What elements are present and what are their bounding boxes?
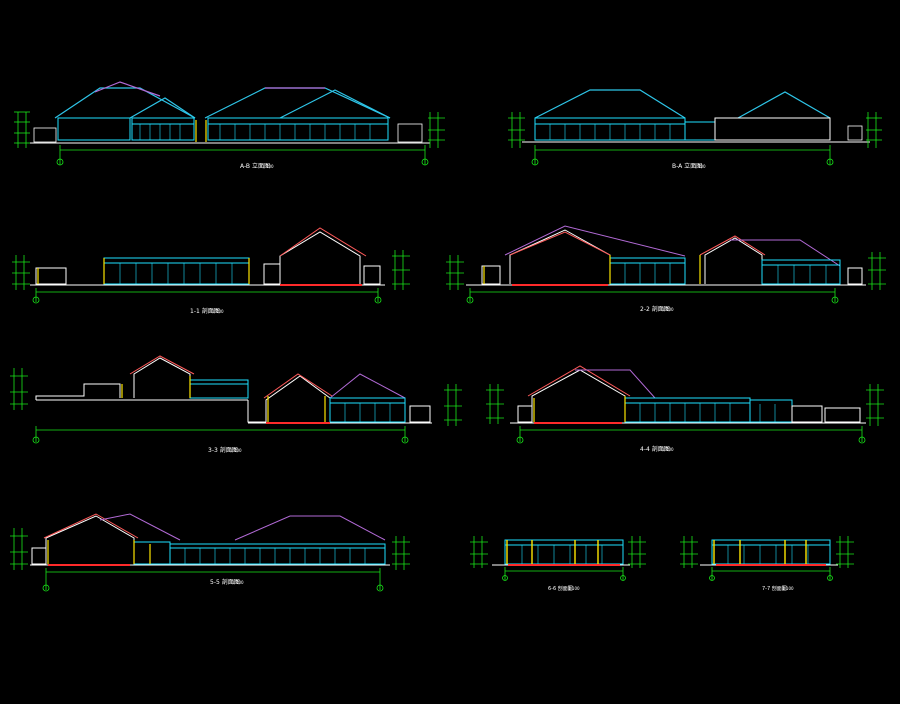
dimension-right [866,112,882,148]
roof [534,89,831,119]
windows [624,263,827,284]
drawing-scale: 1:100 [782,586,794,591]
drawing-section-3: 3-3 剖面图 1:100 [10,355,462,454]
dimension-bottom [709,567,833,581]
drawing-scale: 1:100 [694,164,706,169]
dimension-bottom [502,567,626,581]
dimension-left [14,111,30,148]
windows [727,545,809,564]
windows [119,263,233,284]
drawing-scale: 1:100 [232,580,244,585]
columns [121,376,326,422]
walls [504,539,624,565]
walls [35,227,381,285]
walls [57,117,389,141]
dimension-right [444,384,462,426]
drawing-scale: 1:100 [212,309,224,314]
dimension-left [680,536,698,568]
columns [506,540,599,564]
walls [711,539,831,565]
dimension-right [428,112,445,148]
windows [521,545,603,564]
dimension-bottom [56,145,429,166]
dimension-right [628,536,646,568]
walls [517,365,861,423]
dimension-right [866,384,884,426]
dimension-left [10,368,28,410]
drawing-scale: 1:100 [662,307,674,312]
drawing-scale: 1:100 [662,447,674,452]
dimension-bottom [42,568,384,592]
side-walls [33,123,423,143]
drawing-section-7: 7-7 剖面图 1:100 [680,536,854,592]
drawing-label: 2-2 剖面图 [640,305,670,313]
columns [37,258,250,284]
walls [31,513,386,565]
dimension-left [508,112,525,148]
dimension-right [392,250,410,290]
drawing-section-5: 5-5 剖面图 1:100 [10,513,410,592]
drawing-section-1: 1-1 剖面图 1:100 [12,227,410,315]
walls [481,225,863,285]
dimension-bottom [466,288,839,304]
dimension-left [10,528,28,570]
columns [713,540,807,564]
walls [35,355,431,423]
windows [139,124,371,140]
drawing-label: 6-6 剖面图 [548,585,573,592]
drawing-label: 5-5 剖面图 [210,578,240,586]
drawing-scale: 1:100 [568,586,580,591]
drawing-label: A-B 立面图 [240,162,270,170]
roof [54,81,391,119]
columns [483,255,701,284]
walls [534,117,831,141]
dimension-left [470,536,488,568]
drawing-label: B-A 立面图 [672,162,702,170]
dimension-left [12,255,30,290]
drawing-section-4: 4-4 剖面图 1:100 [486,365,884,453]
drawing-section-6: 6-6 剖面图 1:100 [470,536,646,592]
drawing-label: 1-1 剖面图 [190,307,220,315]
dimension-left [446,255,464,290]
side-walls [847,125,863,141]
windows [639,403,776,422]
columns [195,120,207,142]
dimension-right [868,252,886,290]
drawing-scale: 1:100 [230,448,242,453]
drawing-label: 7-7 剖面图 [762,585,787,592]
drawing-label: 3-3 剖面图 [208,446,238,454]
dimension-bottom [32,426,409,444]
drawing-label: 4-4 剖面图 [640,445,670,453]
dimension-right [392,536,410,570]
windows [344,403,391,422]
columns [47,540,151,564]
drawing-elevation-2: B-A 立面图 1:100 [508,89,882,170]
windows [184,548,366,564]
columns [533,396,626,422]
dimension-left [486,384,504,424]
dimension-right [836,536,854,568]
drawing-elevation-1: A-B 立面图 1:100 [14,81,445,170]
drawing-scale: 1:100 [262,164,274,169]
windows [549,124,671,140]
drawing-section-2: 2-2 剖面图 1:100 [446,225,886,313]
dimension-bottom [516,426,866,444]
dimension-bottom [32,288,382,304]
dimension-bottom [531,145,834,166]
